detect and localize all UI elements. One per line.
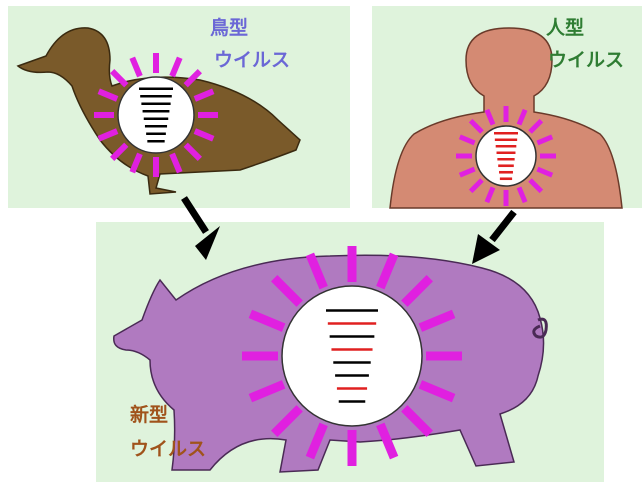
bird-virus-label-line2: ウイルス [214,49,290,71]
pig-panel: 新型 ウイルス [96,222,604,482]
bird-panel: 鳥型 ウイルス [8,6,350,208]
human-panel: 人型 ウイルス [372,6,642,208]
human-virus-label-line2: ウイルス [548,49,624,71]
novel-virus-label-line2: ウイルス [130,438,206,460]
novel-virus-label-line1: 新型 [130,403,168,426]
virus-envelope [282,286,422,426]
human-virus-label-line1: 人型 [546,16,584,39]
virus-envelope [476,126,536,186]
bird-virus [94,53,218,177]
bird-virus-label-line1: 鳥型 [210,16,248,39]
human-virus [456,106,556,206]
novel-virus [242,246,462,466]
